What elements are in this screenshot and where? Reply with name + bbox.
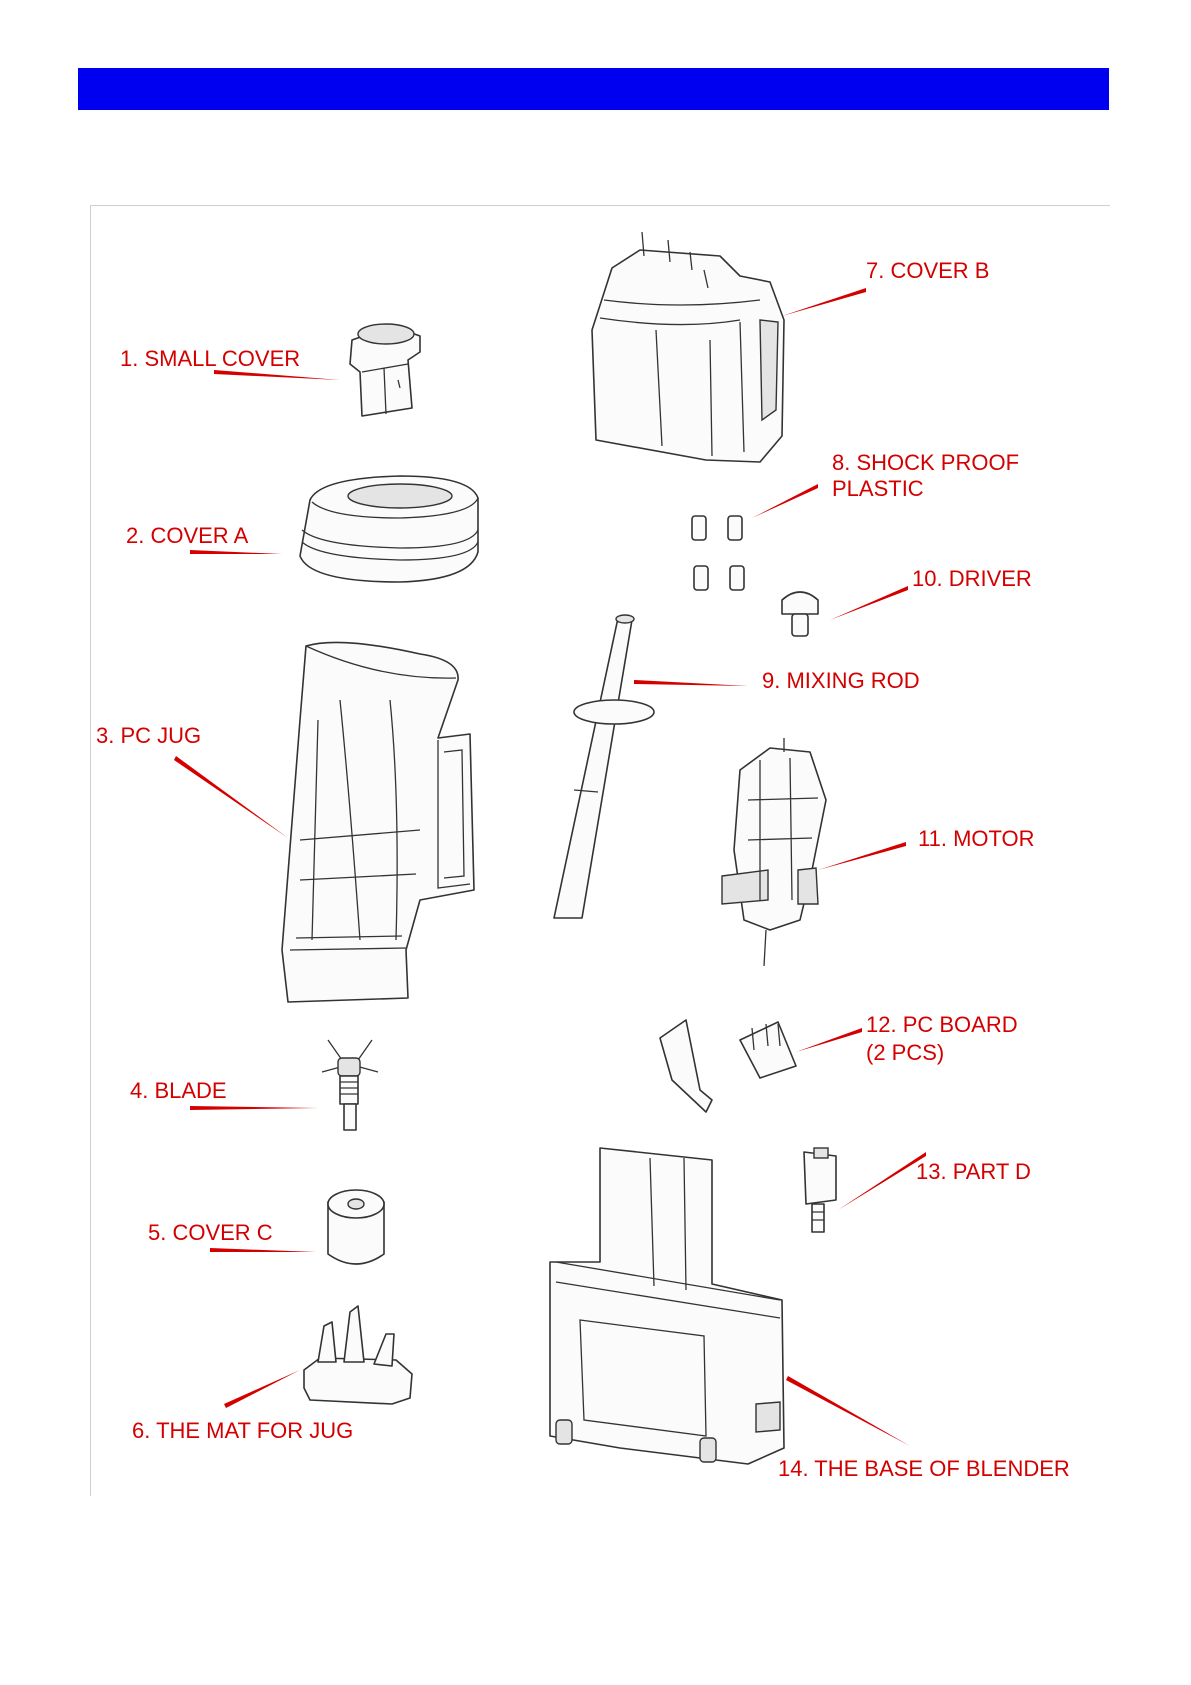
blade-drawing <box>322 1040 378 1130</box>
leader-blade <box>190 1106 318 1110</box>
leader-small-cover <box>214 370 340 380</box>
leader-cover-a <box>190 550 282 554</box>
label-cover-b: 7. COVER B <box>866 258 989 283</box>
leader-shock-proof <box>752 484 818 518</box>
label-shock-proof: 8. SHOCK PROOF <box>832 450 1019 475</box>
cover-a-drawing <box>300 476 478 582</box>
label-blade: 4. BLADE <box>130 1078 227 1103</box>
label-mat-for-jug: 6. THE MAT FOR JUG <box>132 1418 353 1443</box>
leader-base <box>786 1376 910 1446</box>
label-pc-jug: 3. PC JUG <box>96 723 201 748</box>
label-shock-proof-line2: PLASTIC <box>832 476 924 501</box>
label-part-d: 13. PART D <box>916 1159 1031 1184</box>
pc-jug-drawing <box>282 642 474 1002</box>
label-pc-board: 12. PC BOARD <box>866 1012 1018 1037</box>
shock-proof-plastic-drawing <box>692 516 744 590</box>
label-pc-board-line2: (2 PCS) <box>866 1040 944 1065</box>
driver-drawing <box>782 592 818 636</box>
base-drawing <box>550 1148 784 1464</box>
pc-board-drawing <box>660 1020 796 1112</box>
leader-motor <box>818 842 906 870</box>
cover-b-drawing <box>592 232 784 462</box>
leader-cover-c <box>210 1248 316 1252</box>
leader-cover-b <box>782 288 866 316</box>
label-small-cover: 1. SMALL COVER <box>120 346 300 371</box>
label-cover-a: 2. COVER A <box>126 523 249 548</box>
cover-c-drawing <box>328 1190 384 1264</box>
leader-pc-jug <box>174 756 288 838</box>
label-driver: 10. DRIVER <box>912 566 1032 591</box>
motor-drawing <box>722 738 826 966</box>
small-cover-drawing <box>350 324 420 416</box>
label-cover-c: 5. COVER C <box>148 1220 273 1245</box>
label-base-of-blender: 14. THE BASE OF BLENDER <box>778 1456 1070 1481</box>
mat-drawing <box>304 1306 412 1404</box>
part-d-drawing <box>804 1148 836 1232</box>
leader-mat <box>224 1370 300 1408</box>
label-mixing-rod: 9. MIXING ROD <box>762 668 920 693</box>
label-motor: 11. MOTOR <box>918 826 1035 851</box>
leader-mixing-rod <box>634 680 748 686</box>
leader-pc-board <box>796 1028 862 1052</box>
mixing-rod-drawing <box>554 615 654 918</box>
leader-part-d <box>838 1152 926 1210</box>
leader-driver <box>830 586 908 620</box>
